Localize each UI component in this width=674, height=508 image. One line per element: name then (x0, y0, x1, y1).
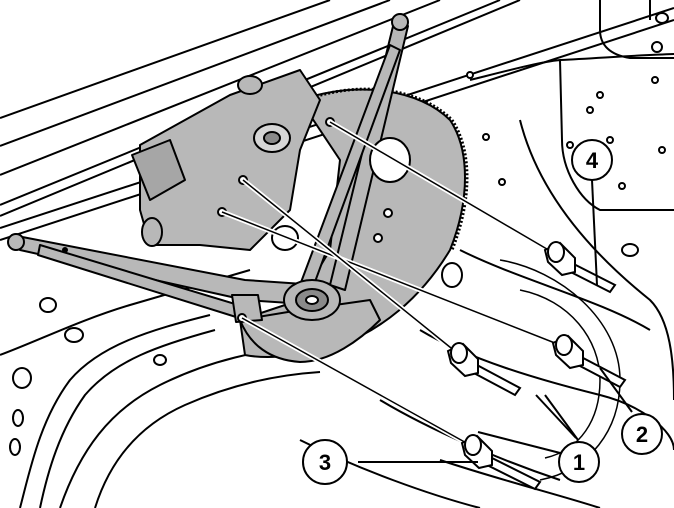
window-regulator (7, 13, 469, 363)
bolt-4 (543, 241, 617, 294)
panel-holes (9, 12, 669, 456)
bolt-2 (551, 334, 627, 389)
callout-label-4: 4 (586, 148, 599, 173)
callout-1: 1 (558, 441, 600, 483)
leader-lines (358, 179, 633, 463)
bolt-1 (446, 342, 522, 397)
fasteners (446, 241, 627, 491)
lower-gear-segment (239, 299, 381, 363)
bolt-3 (460, 434, 542, 491)
callout-4: 4 (571, 139, 613, 181)
callout-2: 2 (621, 413, 663, 455)
alignment-lines (221, 119, 561, 448)
callout-label-3: 3 (319, 450, 331, 475)
motor-connector (131, 139, 186, 201)
callout-label-2: 2 (636, 422, 648, 447)
callout-label-1: 1 (573, 450, 585, 475)
callout-3: 3 (302, 439, 348, 485)
